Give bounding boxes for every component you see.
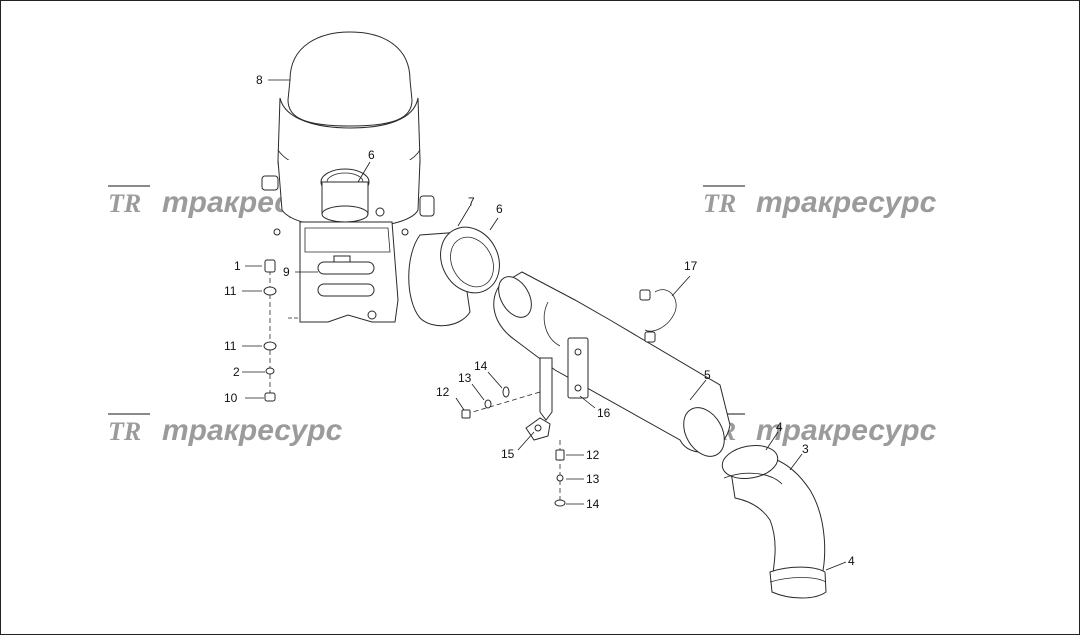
callout-11-lower: 11 xyxy=(224,339,237,353)
callout-16: 16 xyxy=(597,406,611,420)
callout-12-middle: 12 xyxy=(436,385,450,399)
callout-9: 9 xyxy=(283,265,290,279)
watermark-top-right: TR тракресурс xyxy=(703,185,937,219)
watermark-logo: TR xyxy=(703,189,736,218)
watermark-logo: TR xyxy=(108,189,141,218)
callout-12-lower: 12 xyxy=(586,448,600,462)
intake-hose-elbow xyxy=(408,226,500,327)
leader-lines xyxy=(242,79,847,571)
fastener-stack-middle xyxy=(461,386,541,419)
air-cleaner-housing xyxy=(261,31,435,236)
fastener-stack-left xyxy=(263,259,277,402)
callout-labels: 8 6 7 6 1 9 11 11 2 10 17 5 12 13 14 16 … xyxy=(224,73,855,568)
callout-8: 8 xyxy=(256,73,263,87)
pipe-bracket xyxy=(539,337,589,421)
callout-14-middle: 14 xyxy=(474,359,488,373)
watermark-brand: тракресурс xyxy=(756,414,937,447)
intake-pipe xyxy=(493,271,731,457)
callout-5: 5 xyxy=(704,368,711,382)
callout-14-lower: 14 xyxy=(586,497,600,511)
callout-10: 10 xyxy=(224,391,238,405)
callout-6-clamp: 6 xyxy=(496,202,503,216)
mounting-bracket xyxy=(288,221,399,323)
callout-15: 15 xyxy=(501,447,515,461)
strap-clamp xyxy=(639,289,677,343)
callout-3: 3 xyxy=(802,442,809,456)
callout-2: 2 xyxy=(233,365,240,379)
callout-7: 7 xyxy=(468,195,475,209)
watermark-bottom-right: TR тракресурс xyxy=(703,413,937,447)
callout-17: 17 xyxy=(684,259,698,273)
fastener-stack-lower xyxy=(554,440,566,507)
callout-4-upper: 4 xyxy=(776,420,783,434)
callout-1: 1 xyxy=(234,259,241,273)
watermark-bottom-left: TR тракресурс xyxy=(108,413,343,447)
watermark-logo: TR xyxy=(108,417,141,446)
watermark-brand: тракресурс xyxy=(756,186,937,219)
callout-13-middle: 13 xyxy=(458,371,472,385)
callout-4-lower: 4 xyxy=(848,554,855,568)
watermark-brand: тракресурс xyxy=(162,414,343,447)
callout-13-lower: 13 xyxy=(586,472,600,486)
callout-11-upper: 11 xyxy=(224,284,237,298)
callout-6-top: 6 xyxy=(368,148,375,162)
outlet-elbow-hose xyxy=(721,445,827,599)
